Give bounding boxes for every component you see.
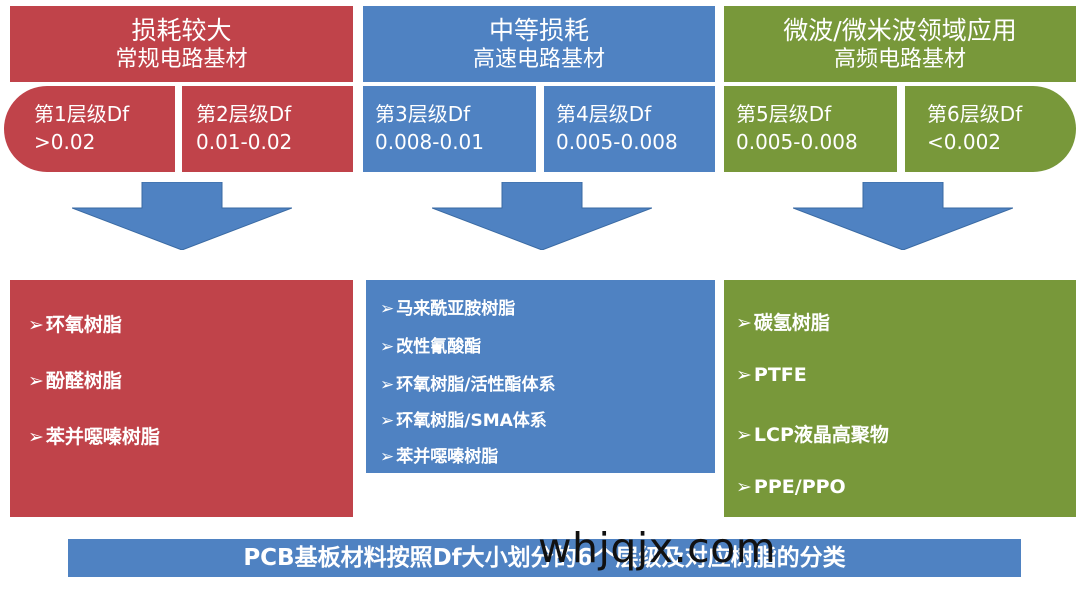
list-item: ➢PPE/PPO xyxy=(736,476,846,498)
header-title: 中等损耗 xyxy=(488,15,589,45)
chevron-right-icon: ➢ xyxy=(380,375,395,395)
tier-2-box: 第2层级Df 0.01-0.02 xyxy=(182,86,353,172)
tier-label: 第6层级Df xyxy=(927,102,1023,126)
list-item: ➢环氧树脂 xyxy=(28,314,122,336)
tier-value: 0.005-0.008 xyxy=(736,130,858,154)
down-arrow-icon xyxy=(793,182,1013,250)
header-subtitle: 高频电路基材 xyxy=(833,46,966,72)
chevron-right-icon: ➢ xyxy=(736,424,752,446)
header-medium-loss-highspeed: 中等损耗 高速电路基材 xyxy=(363,6,715,82)
tier-value: >0.02 xyxy=(34,130,96,154)
tier-label: 第4层级Df xyxy=(556,102,652,126)
list-item: ➢PTFE xyxy=(736,364,807,386)
chevron-right-icon: ➢ xyxy=(380,447,395,467)
watermark: whjqjx.com xyxy=(538,524,777,572)
list-item: ➢环氧树脂/SMA体系 xyxy=(380,411,547,431)
chevron-right-icon: ➢ xyxy=(736,312,752,334)
tier-value: 0.008-0.01 xyxy=(375,130,485,154)
materials-list-regular: ➢环氧树脂 ➢酚醛树脂 ➢苯并噁嗪树脂 xyxy=(10,280,353,517)
down-arrow-icon xyxy=(72,182,292,250)
materials-list-highspeed: ➢马来酰亚胺树脂 ➢改性氰酸酯 ➢环氧树脂/活性酯体系 ➢环氧树脂/SMA体系 … xyxy=(366,280,715,473)
caption-banner: PCB基板材料按照Df大小划分的6个层级及对应树脂的分类 xyxy=(68,539,1021,577)
list-item: ➢马来酰亚胺树脂 xyxy=(380,299,516,319)
tier-4-box: 第4层级Df 0.005-0.008 xyxy=(544,86,715,172)
chevron-right-icon: ➢ xyxy=(28,370,44,392)
chevron-right-icon: ➢ xyxy=(736,476,752,498)
chevron-right-icon: ➢ xyxy=(28,314,44,336)
down-arrow-icon xyxy=(432,182,652,250)
list-item: ➢环氧树脂/活性酯体系 xyxy=(380,375,556,395)
header-subtitle: 常规电路基材 xyxy=(115,46,248,72)
tier-3-box: 第3层级Df 0.008-0.01 xyxy=(363,86,536,172)
list-item: ➢苯并噁嗪树脂 xyxy=(380,447,499,467)
list-item: ➢苯并噁嗪树脂 xyxy=(28,426,160,448)
tier-label: 第2层级Df xyxy=(196,102,292,126)
list-item: ➢改性氰酸酯 xyxy=(380,337,482,357)
chevron-right-icon: ➢ xyxy=(736,364,752,386)
materials-list-highfreq: ➢碳氢树脂 ➢PTFE ➢LCP液晶高聚物 ➢PPE/PPO xyxy=(724,280,1076,517)
header-subtitle: 高速电路基材 xyxy=(472,46,605,72)
chevron-right-icon: ➢ xyxy=(380,337,395,357)
tier-value: 0.01-0.02 xyxy=(196,130,293,154)
list-item: ➢碳氢树脂 xyxy=(736,312,830,334)
tier-label: 第1层级Df xyxy=(34,102,130,126)
tier-label: 第3层级Df xyxy=(375,102,471,126)
caption-text: PCB基板材料按照Df大小划分的6个层级及对应树脂的分类 xyxy=(243,545,846,571)
tier-label: 第5层级Df xyxy=(736,102,832,126)
list-item: ➢酚醛树脂 xyxy=(28,370,122,392)
tier-value: 0.005-0.008 xyxy=(556,130,678,154)
chevron-right-icon: ➢ xyxy=(28,426,44,448)
header-low-loss-regular: 损耗较大 常规电路基材 xyxy=(10,6,353,82)
header-title: 微波/微米波领域应用 xyxy=(783,15,1017,45)
header-title: 损耗较大 xyxy=(131,15,232,45)
chevron-right-icon: ➢ xyxy=(380,299,395,319)
list-item: ➢LCP液晶高聚物 xyxy=(736,424,889,446)
tier-1-box: 第1层级Df >0.02 xyxy=(4,86,175,172)
tier-value: <0.002 xyxy=(927,130,1002,154)
chevron-right-icon: ➢ xyxy=(380,411,395,431)
tier-6-box: 第6层级Df <0.002 xyxy=(905,86,1076,172)
tier-5-box: 第5层级Df 0.005-0.008 xyxy=(724,86,897,172)
header-microwave-highfreq: 微波/微米波领域应用 高频电路基材 xyxy=(724,6,1076,82)
